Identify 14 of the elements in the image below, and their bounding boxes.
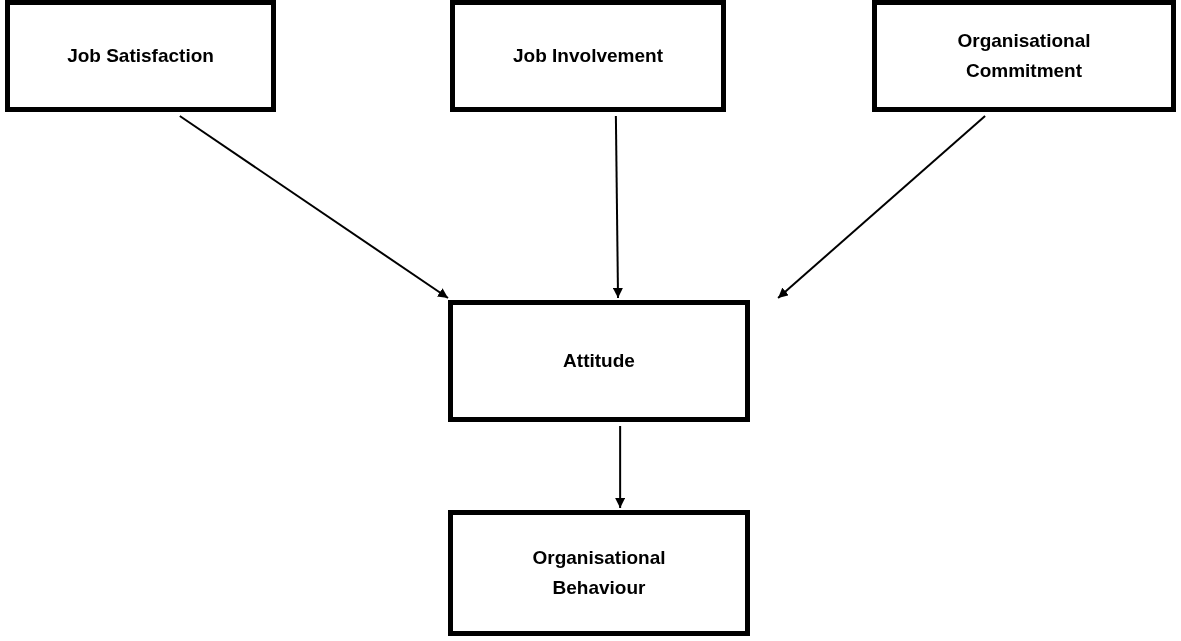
box-label: Organisational Commitment	[956, 28, 1092, 83]
process-box	[448, 510, 750, 636]
arrow	[777, 115, 987, 299]
process-box	[5, 0, 276, 112]
box-label: Attitude	[563, 348, 635, 373]
process-box	[450, 0, 726, 112]
arrow	[178, 115, 449, 299]
arrow	[615, 425, 626, 509]
arrow	[612, 115, 623, 299]
box-label: Job Satisfaction	[67, 43, 214, 68]
box-label: Organisational Behaviour	[531, 545, 667, 600]
box-label: Job Involvement	[513, 43, 663, 68]
process-box	[448, 300, 750, 422]
process-box	[872, 0, 1176, 112]
